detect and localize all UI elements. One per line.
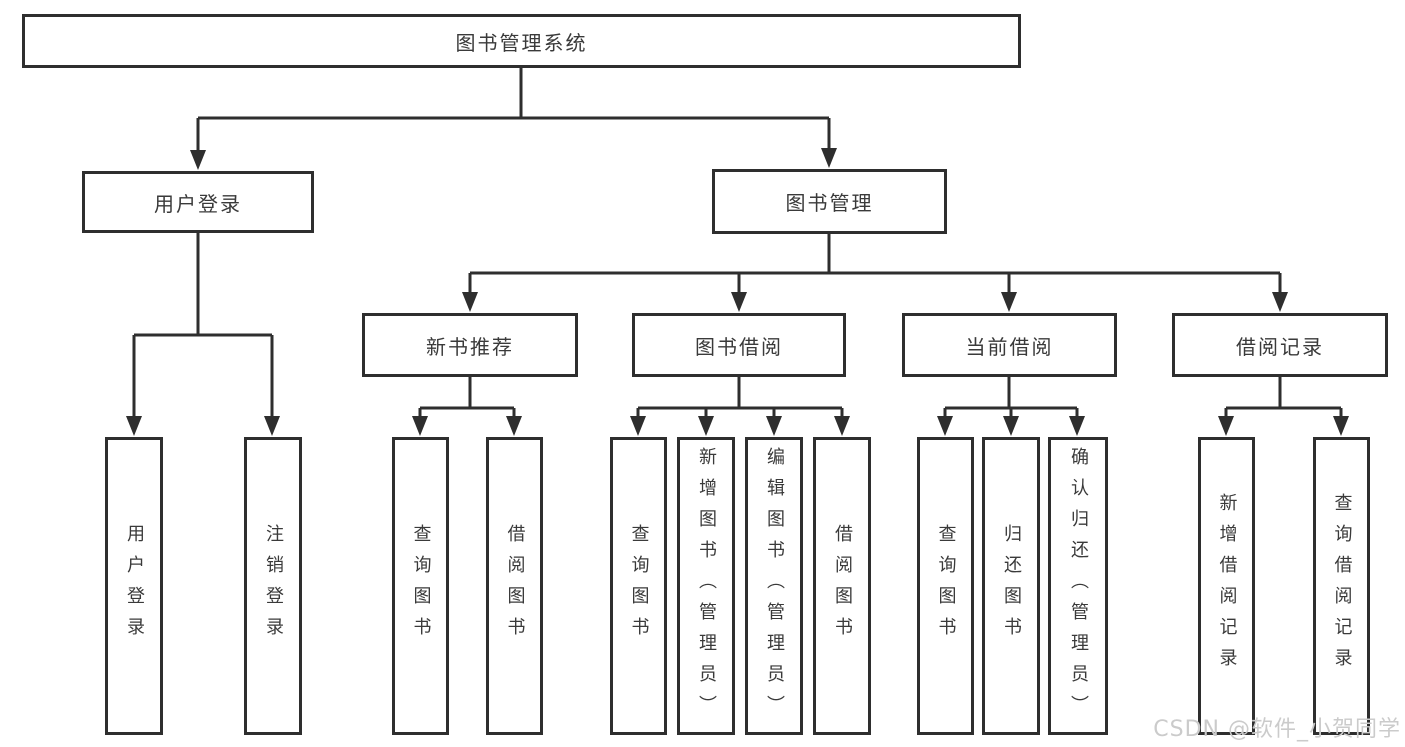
node-label: 用户登录 xyxy=(154,191,242,216)
node-label: 查询图书 xyxy=(935,524,957,648)
leaf-user-login: 用户登录 xyxy=(105,437,163,735)
node-label: 借阅图书 xyxy=(832,524,853,648)
node-label: 查询借阅记录 xyxy=(1331,493,1353,679)
node-label: 确认归还（管理员） xyxy=(1068,446,1089,726)
leaf-borrow-books-borrowing: 借阅图书 xyxy=(813,437,871,735)
node-library-management-system: 图书管理系统 xyxy=(22,14,1021,68)
node-label: 图书管理 xyxy=(785,191,874,215)
node-label: 编辑图书（管理员） xyxy=(764,446,785,726)
leaf-query-borrow-record: 查询借阅记录 xyxy=(1313,437,1370,735)
node-borrowing-records: 借阅记录 xyxy=(1172,313,1388,377)
leaf-query-books-current: 查询图书 xyxy=(917,437,974,735)
leaf-add-borrow-record: 新增借阅记录 xyxy=(1198,437,1255,735)
leaf-return-books: 归还图书 xyxy=(982,437,1040,735)
node-book-borrowing: 图书借阅 xyxy=(632,313,846,377)
leaf-confirm-return-admin: 确认归还（管理员） xyxy=(1048,437,1108,735)
node-book-management: 图书管理 xyxy=(712,169,947,234)
arrowheads xyxy=(126,148,1349,436)
node-label: 新书推荐 xyxy=(426,334,514,359)
leaf-edit-book-admin: 编辑图书（管理员） xyxy=(745,437,803,735)
node-label: 新增图书（管理员） xyxy=(696,446,717,726)
csdn-watermark: CSDN @软件_小贺同学 xyxy=(1153,717,1401,742)
node-label: 新增借阅记录 xyxy=(1216,493,1238,679)
node-current-borrowing: 当前借阅 xyxy=(902,313,1117,377)
leaf-add-book-admin: 新增图书（管理员） xyxy=(677,437,735,735)
node-label: 借阅图书 xyxy=(504,524,526,648)
leaf-borrow-books-recommend: 借阅图书 xyxy=(486,437,543,735)
node-label: 当前借阅 xyxy=(965,334,1054,359)
leaf-query-books-borrowing: 查询图书 xyxy=(610,437,667,735)
node-label: 借阅记录 xyxy=(1236,334,1324,359)
leaf-query-books-recommend: 查询图书 xyxy=(392,437,449,735)
node-label: 用户登录 xyxy=(124,524,145,648)
leaf-logout: 注销登录 xyxy=(244,437,302,735)
node-label: 图书借阅 xyxy=(695,334,783,359)
node-label: 注销登录 xyxy=(263,524,284,648)
node-label: 查询图书 xyxy=(628,524,650,648)
node-label: 图书管理系统 xyxy=(455,30,588,55)
node-label: 归还图书 xyxy=(1001,524,1022,648)
node-label: 查询图书 xyxy=(410,524,432,648)
node-user-login: 用户登录 xyxy=(82,171,314,233)
node-new-book-recommendation: 新书推荐 xyxy=(362,313,578,377)
